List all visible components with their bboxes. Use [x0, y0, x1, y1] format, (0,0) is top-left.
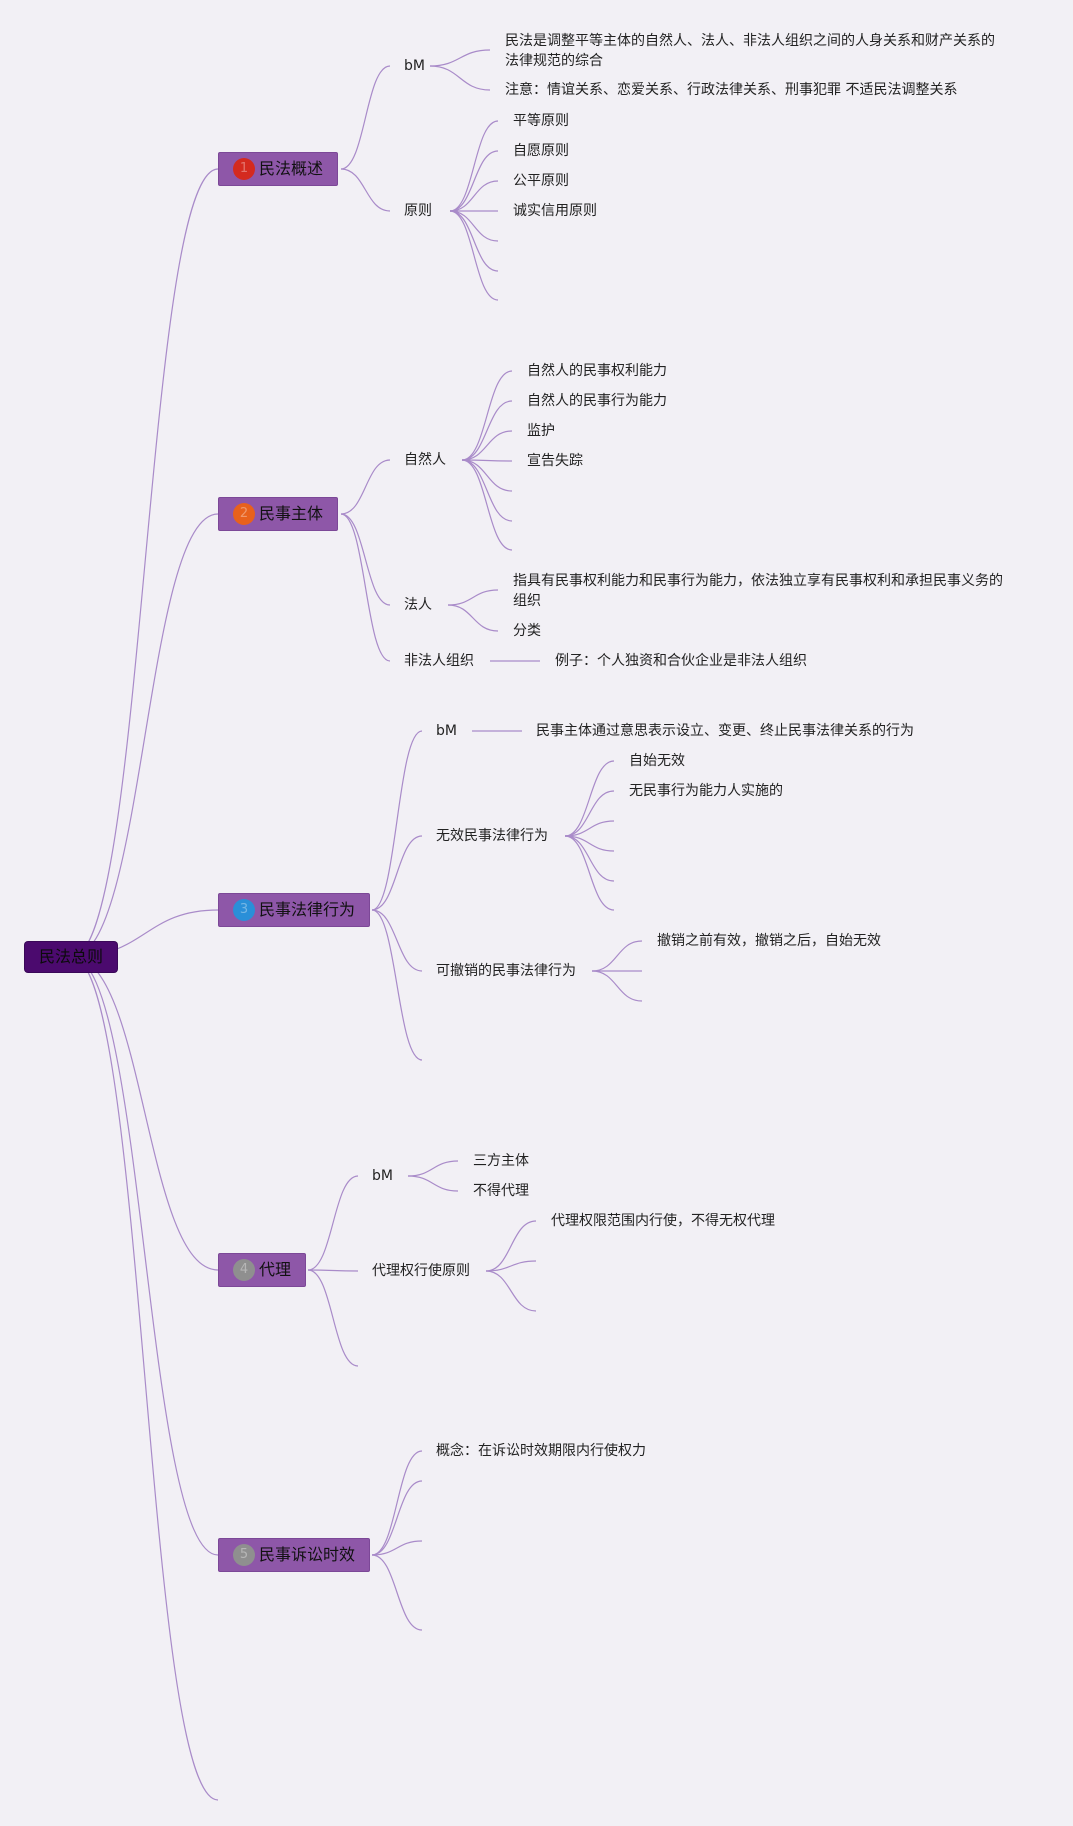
subtopic-connector: [564, 835, 615, 911]
topic-connector: [307, 1269, 359, 1272]
leaf-incapacitated-person-act[interactable]: 无民事行为能力人实施的: [629, 783, 783, 799]
subtopic-connector: [591, 940, 643, 972]
subtopic-connector: [429, 49, 491, 67]
topic-connector: [340, 513, 391, 606]
subtopic-connector: [449, 210, 499, 242]
topic-connector: [371, 835, 423, 911]
subtopic-connector: [461, 430, 513, 461]
subtopic-connector: [449, 210, 499, 301]
leaf-revocation-effect[interactable]: 撤销之前有效，撤销之后，自始无效: [657, 933, 881, 949]
subtopic-connector: [461, 400, 513, 461]
leaf-good-faith-principle[interactable]: 诚实信用原则: [513, 203, 597, 219]
leaf-guardianship[interactable]: 监护: [527, 423, 555, 439]
leaf-unincorporated-example[interactable]: 例子：个人独资和合伙企业是非法人组织: [555, 653, 807, 669]
topic-connector: [371, 909, 423, 1061]
priority-4-icon: 4: [233, 1259, 255, 1281]
leaf-three-parties[interactable]: 三方主体: [473, 1153, 529, 1169]
topic-node-civil-subjects[interactable]: 2 民事主体: [218, 497, 339, 531]
topic-node-civil-law-overview[interactable]: 1 民法概述: [218, 152, 339, 186]
subtopic-connector: [449, 210, 499, 272]
leaf-fairness-principle[interactable]: 公平原则: [513, 173, 569, 189]
topic-connector: [371, 1450, 423, 1556]
subtopic-definition[interactable]: bM: [404, 58, 425, 74]
topic-connector: [371, 730, 423, 911]
subtopic-principles[interactable]: 原则: [404, 203, 432, 219]
topic-connector: [371, 1480, 423, 1556]
topic-connector: [340, 459, 391, 515]
root-connector: [71, 513, 219, 958]
topic-label: 民事主体: [259, 504, 324, 523]
root-connector: [71, 956, 219, 1801]
topic-connector: [340, 513, 391, 662]
leaf-classification[interactable]: 分类: [513, 623, 541, 639]
leaf-civil-law-definition[interactable]: 民法是调整平等主体的自然人、法人、非法人组织之间的人身关系和财产关系的法律规范的…: [505, 33, 995, 69]
root-connector: [71, 168, 219, 958]
subtopic-connector: [485, 1270, 537, 1312]
root-connector: [71, 956, 219, 1556]
subtopic-connector: [407, 1175, 459, 1192]
priority-2-icon: 2: [233, 503, 255, 525]
subtopic-natural-person[interactable]: 自然人: [404, 452, 446, 468]
subtopic-connector: [564, 790, 615, 837]
subtopic-connector: [564, 835, 615, 882]
priority-5-icon: 5: [233, 1544, 255, 1566]
subtopic-unincorporated-org[interactable]: 非法人组织: [404, 653, 474, 669]
leaf-declaration-missing[interactable]: 宣告失踪: [527, 453, 583, 469]
subtopic-void-acts[interactable]: 无效民事法律行为: [436, 828, 548, 844]
topic-node-limitation-period[interactable]: 5 民事诉讼时效: [218, 1538, 371, 1572]
leaf-natural-person-conduct-capacity[interactable]: 自然人的民事行为能力: [527, 393, 667, 409]
leaf-act-within-authority[interactable]: 代理权限范围内行使，不得无权代理: [551, 1213, 775, 1229]
subtopic-connector: [449, 120, 499, 212]
root-node[interactable]: 民法总则: [25, 942, 118, 972]
topic-connector: [371, 1554, 423, 1631]
topic-label: 民事法律行为: [259, 900, 356, 919]
subtopic-connector: [591, 970, 643, 1002]
subtopic-connector: [447, 604, 499, 632]
topic-connector: [307, 1269, 359, 1367]
subtopic-connector: [407, 1160, 459, 1177]
subtopic-connector: [461, 370, 513, 461]
subtopic-legal-person[interactable]: 法人: [404, 597, 432, 613]
topic-node-agency[interactable]: 4 代理: [218, 1253, 307, 1287]
subtopic-connector: [461, 459, 513, 492]
leaf-void-ab-initio[interactable]: 自始无效: [629, 753, 685, 769]
topic-label: 民事诉讼时效: [259, 1545, 356, 1564]
subtopic-connector: [564, 820, 615, 837]
leaf-voluntary-principle[interactable]: 自愿原则: [513, 143, 569, 159]
root-connector: [71, 956, 219, 1271]
leaf-legal-person-definition[interactable]: 指具有民事权利能力和民事行为能力，依法独立享有民事权利和承担民事义务的组织: [513, 573, 1003, 609]
topic-connector: [371, 1540, 423, 1556]
topic-connector: [307, 1175, 359, 1271]
subtopic-connector: [429, 65, 491, 91]
root-label: 民法总则: [39, 947, 104, 966]
subtopic-connector: [449, 150, 499, 212]
topic-node-civil-juristic-acts[interactable]: 3 民事法律行为: [218, 893, 371, 927]
leaf-no-agency[interactable]: 不得代理: [473, 1183, 529, 1199]
subtopic-connector: [449, 180, 499, 212]
subtopic-definition[interactable]: bM: [436, 723, 457, 739]
leaf-natural-person-rights-capacity[interactable]: 自然人的民事权利能力: [527, 363, 667, 379]
subtopic-agency-principles[interactable]: 代理权行使原则: [372, 1263, 470, 1279]
leaf-limitation-concept[interactable]: 概念：在诉讼时效期限内行使权力: [436, 1443, 646, 1459]
subtopic-connector: [485, 1260, 537, 1272]
subtopic-connector: [461, 459, 513, 551]
topic-connector: [340, 168, 391, 212]
subtopic-connector: [447, 589, 499, 606]
topic-connector: [371, 909, 423, 972]
subtopic-connector: [564, 760, 615, 837]
leaf-juristic-act-definition[interactable]: 民事主体通过意思表示设立、变更、终止民事法律关系的行为: [536, 723, 914, 739]
subtopic-definition[interactable]: bM: [372, 1168, 393, 1184]
priority-3-icon: 3: [233, 899, 255, 921]
leaf-equality-principle[interactable]: 平等原则: [513, 113, 569, 129]
leaf-civil-law-note[interactable]: 注意：情谊关系、恋爱关系、行政法律关系、刑事犯罪 不适民法调整关系: [505, 82, 958, 98]
subtopic-revocable-acts[interactable]: 可撤销的民事法律行为: [436, 963, 576, 979]
topic-connector: [340, 65, 391, 170]
topic-label: 代理: [259, 1260, 292, 1279]
priority-1-icon: 1: [233, 158, 255, 180]
subtopic-connector: [485, 1220, 537, 1272]
topic-label: 民法概述: [259, 159, 324, 178]
